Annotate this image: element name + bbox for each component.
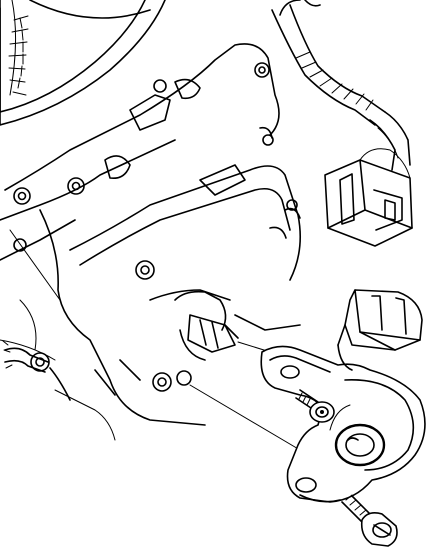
range-sensor [260,345,426,503]
sensor-mounting-bolt [295,389,335,423]
wiring-harness [271,0,411,171]
case-bosses [13,62,298,392]
transmission-case [0,43,302,441]
shift-shaft [174,290,239,361]
flywheel-ring-gear [0,0,166,126]
sensor-connector [337,289,423,371]
ring-gear-teeth [8,15,29,96]
harness-connector [324,148,413,247]
harness-clip [2,340,71,401]
lower-mounting-bolt [341,494,398,547]
